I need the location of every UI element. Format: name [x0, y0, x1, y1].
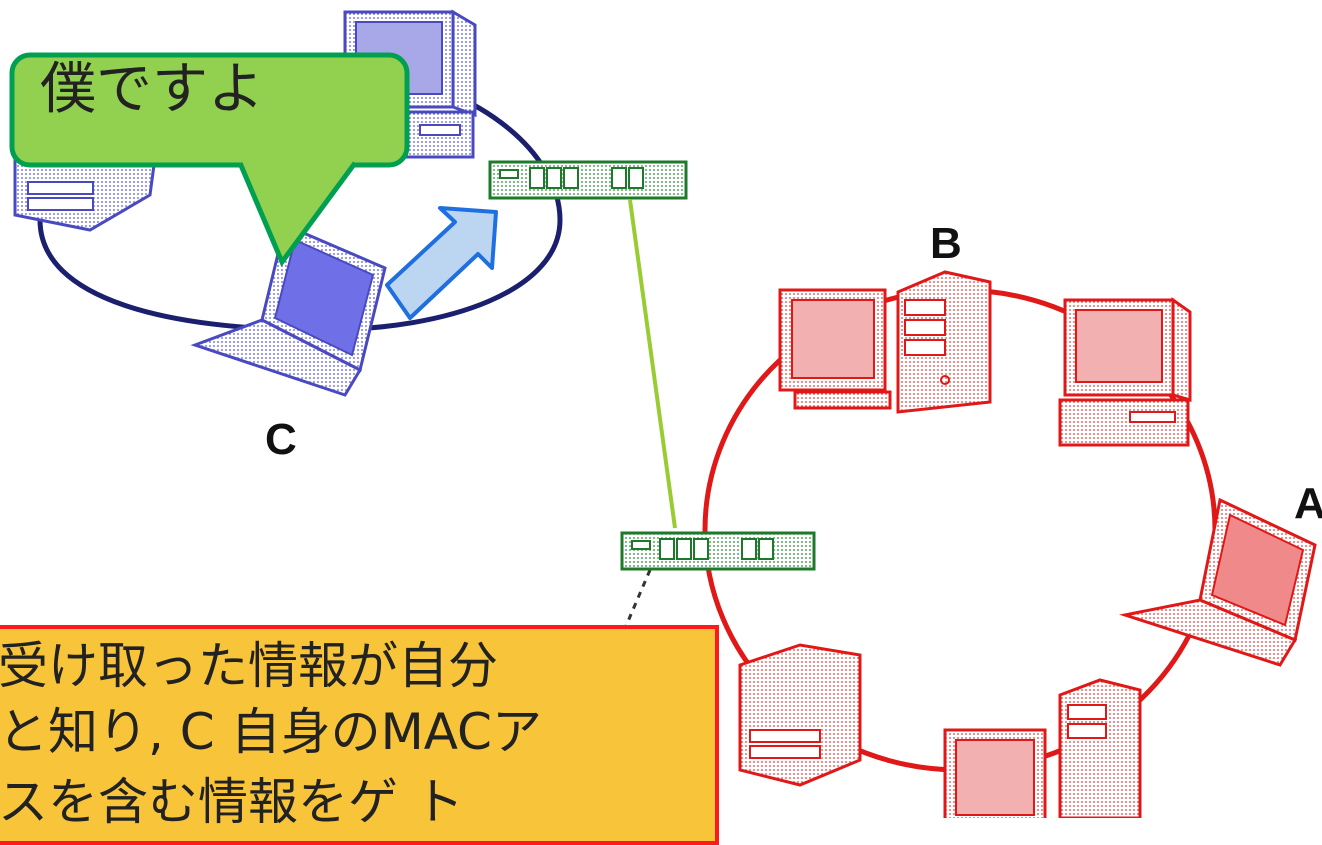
computer-icon-b: [778, 270, 992, 414]
note-line-3: スを含む情報をゲ ト: [0, 773, 464, 831]
network-diagram: 僕ですよ B C A 受け取った情報が自分 と知り, C 自身のMACア スを含…: [0, 9, 1322, 845]
node-label-c: C: [265, 415, 297, 464]
send-arrow-icon: [385, 206, 498, 320]
switch-icon-lower: [620, 531, 816, 571]
desktop-pc-icon-right: [1058, 297, 1192, 447]
note-line-1: 受け取った情報が自分: [0, 637, 498, 695]
laptop-icon-a: [1119, 497, 1317, 667]
switch-icon-upper: [488, 160, 688, 200]
node-label-b: B: [930, 219, 962, 268]
node-label-a: A: [1294, 479, 1322, 528]
printer-icon-lower: [738, 643, 862, 787]
explanation-note: 受け取った情報が自分 と知り, C 自身のMACア スを含む情報をゲ ト: [0, 625, 719, 845]
computer-icon-bottom: [943, 678, 1142, 827]
speech-bubble: [9, 52, 410, 268]
diagram-canvas: [9, 9, 1317, 827]
laptop-icon-c: [190, 222, 387, 397]
uplink-cable: [628, 199, 677, 529]
note-line-2: と知り, C 自身のMACア: [0, 703, 542, 761]
speech-bubble-text: 僕ですよ: [40, 57, 264, 122]
